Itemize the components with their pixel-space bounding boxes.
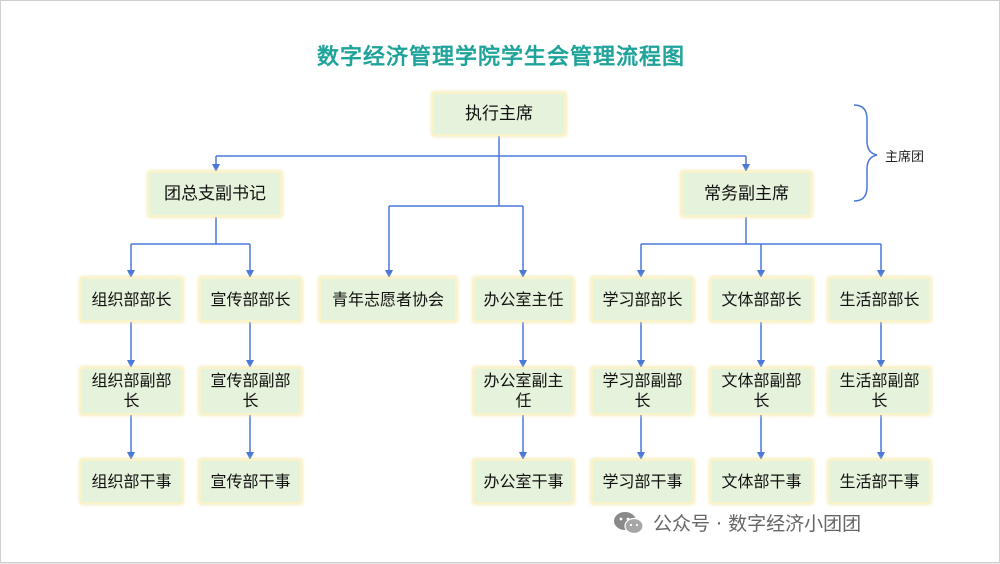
node-volunteer-association: 青年志愿者协会 (321, 279, 455, 320)
node-standing-vice-chair: 常务副主席 (683, 173, 810, 215)
node-study-deputy: 学习部副部长 (593, 369, 692, 413)
group-brace (853, 104, 878, 202)
node-publicity-staff: 宣传部干事 (201, 461, 300, 502)
node-publicity-deputy: 宣传部副部长 (201, 369, 300, 413)
node-arts-deputy: 文体部副部长 (712, 369, 811, 413)
node-office-deputy: 办公室副主任 (475, 369, 572, 413)
node-life-staff: 生活部干事 (830, 461, 929, 502)
node-arts-staff: 文体部干事 (712, 461, 811, 502)
node-organization-head: 组织部部长 (82, 279, 181, 320)
node-life-head: 生活部部长 (830, 279, 929, 320)
node-league-deputy-secretary: 团总支副书记 (150, 173, 280, 215)
node-office-staff: 办公室干事 (475, 461, 572, 502)
node-office-director: 办公室主任 (475, 279, 572, 320)
node-study-head: 学习部部长 (593, 279, 692, 320)
diagram-title: 数字经济管理学院学生会管理流程图 (316, 45, 685, 70)
group-label: 主席团 (885, 150, 925, 165)
watermark-text: 公众号 · 数字经济小团团 (653, 513, 862, 535)
node-study-staff: 学习部干事 (593, 461, 692, 502)
node-executive-chair: 执行主席 (434, 94, 564, 134)
node-life-deputy: 生活部副部长 (830, 369, 929, 413)
node-publicity-head: 宣传部部长 (201, 279, 300, 320)
node-arts-head: 文体部部长 (712, 279, 811, 320)
wechat-icon (614, 511, 644, 534)
watermark: 公众号 · 数字经济小团团 (613, 509, 861, 536)
node-organization-staff: 组织部干事 (82, 461, 181, 502)
node-organization-deputy: 组织部副部长 (82, 369, 181, 413)
